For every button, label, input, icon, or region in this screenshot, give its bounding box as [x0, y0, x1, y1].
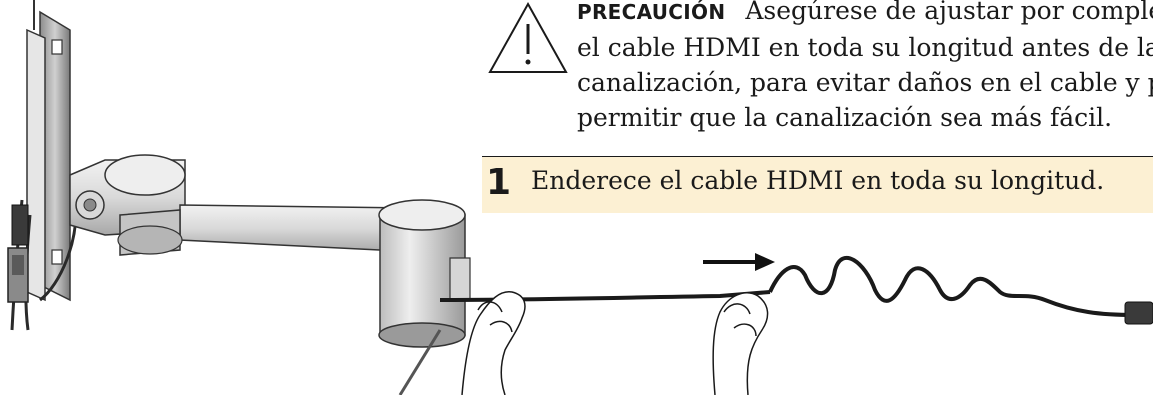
left-hand [461, 291, 526, 395]
caution-text-4: permitir que la canalización sea más fác… [577, 103, 1113, 132]
hdmi-connectors [7, 204, 29, 303]
step-instruction: Enderece el cable HDMI en toda su longit… [531, 166, 1105, 195]
arrow-right-icon [703, 253, 775, 271]
step-number: 1 [486, 162, 512, 203]
monitor-arm [117, 204, 421, 256]
caution-text-3: canalización, para evitar daños en el ca… [577, 68, 1153, 97]
lower-joint [378, 199, 471, 395]
hdmi-plug [1124, 301, 1153, 325]
caution-text-1: Asegúrese de ajustar por completo [745, 0, 1153, 25]
vesa-plate [26, 0, 71, 302]
caution-line-1: PRECAUCIÓN Asegúrese de ajustar por compl… [577, 0, 1153, 30]
step-banner [482, 157, 1153, 213]
warning-triangle-icon [488, 1, 568, 73]
caution-text-2: el cable HDMI en toda su longitud antes … [577, 33, 1153, 62]
right-hand [712, 292, 769, 395]
caution-notice: PRECAUCIÓN Asegúrese de ajustar por compl… [577, 0, 1153, 135]
caution-label: PRECAUCIÓN [577, 0, 726, 24]
hdmi-cable [439, 256, 1136, 317]
